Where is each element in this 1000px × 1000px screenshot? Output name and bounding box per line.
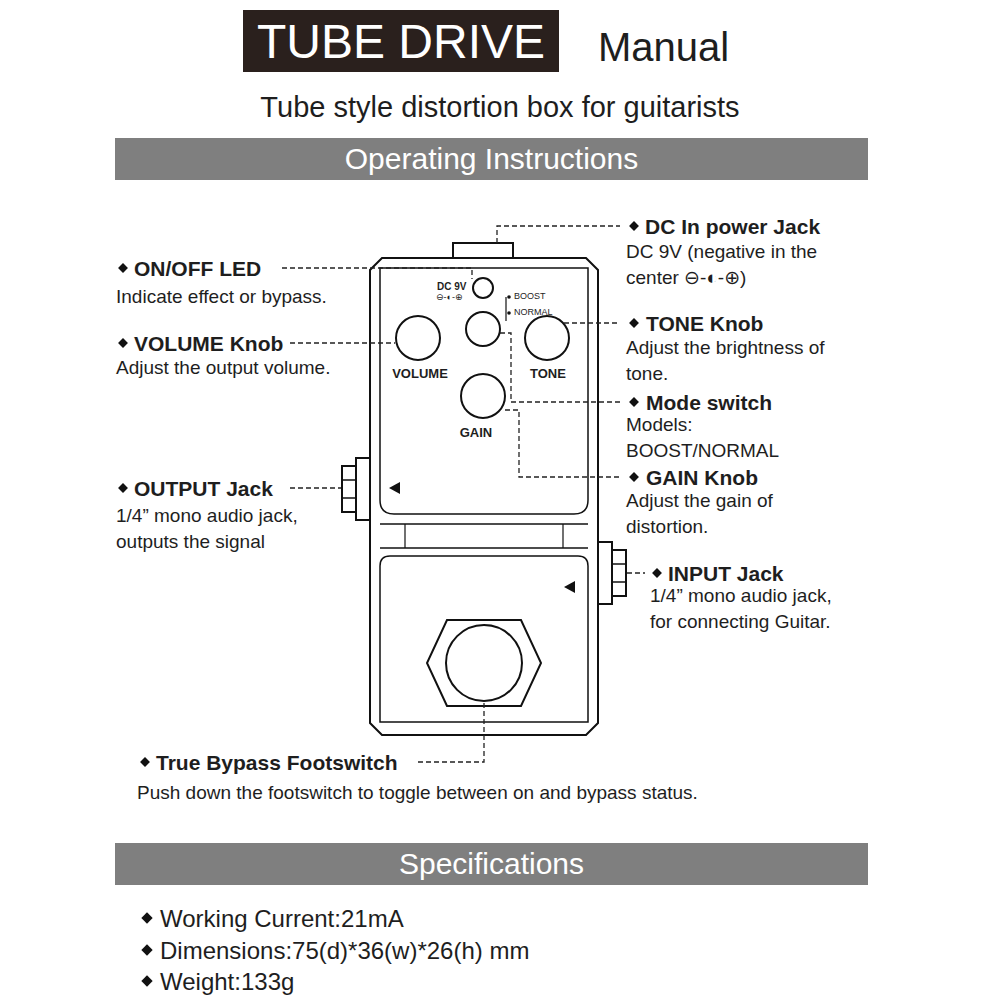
volume-knob xyxy=(396,316,440,360)
panel-marking: BOOST xyxy=(514,290,546,302)
step-line xyxy=(562,524,563,548)
output-jack xyxy=(356,458,370,520)
step-line xyxy=(380,547,588,549)
callout-heading: DC In power Jack xyxy=(645,213,820,241)
callout-text: DC 9V (negative in the center ⊖-◐-⊕) xyxy=(626,239,854,290)
panel-marking: GAIN xyxy=(460,424,493,442)
input-jack-nut xyxy=(612,550,626,596)
leader-line xyxy=(282,268,472,279)
callout-heading: TONE Knob xyxy=(646,310,763,338)
leader-line xyxy=(418,703,484,762)
heading-text: TUBE DRIVE xyxy=(257,14,545,69)
callout-text: Tube style distortion box for guitarists xyxy=(0,88,1000,127)
panel-marking: TONE xyxy=(530,365,566,383)
step-line xyxy=(380,523,588,525)
callout-heading: True Bypass Footswitch xyxy=(156,749,398,777)
mode-switch xyxy=(466,312,500,346)
heading-text: Specifications xyxy=(399,847,584,881)
top-face xyxy=(380,268,588,514)
callout-text: Adjust the brightness of tone. xyxy=(626,335,838,386)
callout-text: Models: BOOST/NORMAL xyxy=(626,412,806,463)
leader-line xyxy=(505,410,620,477)
title-box: TUBE DRIVE xyxy=(243,10,559,72)
callout-text: 1/4” mono audio jack, for connecting Gui… xyxy=(650,583,856,634)
callout-heading: INPUT Jack xyxy=(668,560,784,588)
panel-marking: VOLUME xyxy=(392,365,448,383)
tone-knob xyxy=(525,316,569,360)
footswitch xyxy=(446,625,522,701)
leader-line xyxy=(564,322,620,323)
callout-text: 1/4” mono audio jack, outputs the signal xyxy=(116,503,331,554)
signal-arrow xyxy=(389,482,400,494)
leader-line xyxy=(290,342,395,343)
step-line xyxy=(404,524,405,548)
leader-line xyxy=(500,333,620,402)
pedal-housing xyxy=(370,258,598,735)
callout-text: Dimensions:75(d)*36(w)*26(h) mm xyxy=(160,935,529,967)
callout-text: Indicate effect or bypass. xyxy=(116,284,327,310)
signal-arrow xyxy=(564,581,575,593)
leader-line xyxy=(497,226,620,243)
bottom-face xyxy=(380,556,588,722)
output-jack-nut xyxy=(342,466,356,512)
callout-heading: OUTPUT Jack xyxy=(134,475,273,503)
callout-heading: Mode switch xyxy=(646,389,772,417)
leader-line xyxy=(290,487,341,488)
callout-text: Working Current:21mA xyxy=(160,903,404,935)
input-jack xyxy=(598,542,612,604)
leader-line xyxy=(627,572,645,573)
section-band: Operating Instructions xyxy=(115,138,868,180)
panel-marking: ⊖-◐-⊕ xyxy=(436,291,463,303)
callout-text: Manual xyxy=(598,20,729,74)
section-band: Specifications xyxy=(115,843,868,885)
switch-marker xyxy=(505,297,506,321)
callout-text: Weight:133g xyxy=(160,966,294,998)
panel-marking: DC 9V xyxy=(437,280,466,294)
callout-heading: VOLUME Knob xyxy=(134,330,283,358)
heading-text: Operating Instructions xyxy=(345,142,638,176)
led xyxy=(473,278,493,298)
dc-jack xyxy=(453,243,513,258)
callout-heading: GAIN Knob xyxy=(646,464,758,492)
callout-text: Adjust the gain of distortion. xyxy=(626,488,808,539)
panel-marking: NORMAL xyxy=(514,306,553,318)
callout-text: Adjust the output volume. xyxy=(116,355,330,381)
callout-heading: ON/OFF LED xyxy=(134,255,261,283)
gain-knob xyxy=(461,374,505,418)
footswitch-nut xyxy=(427,620,541,706)
callout-text: Push down the footswitch to toggle betwe… xyxy=(137,780,698,806)
